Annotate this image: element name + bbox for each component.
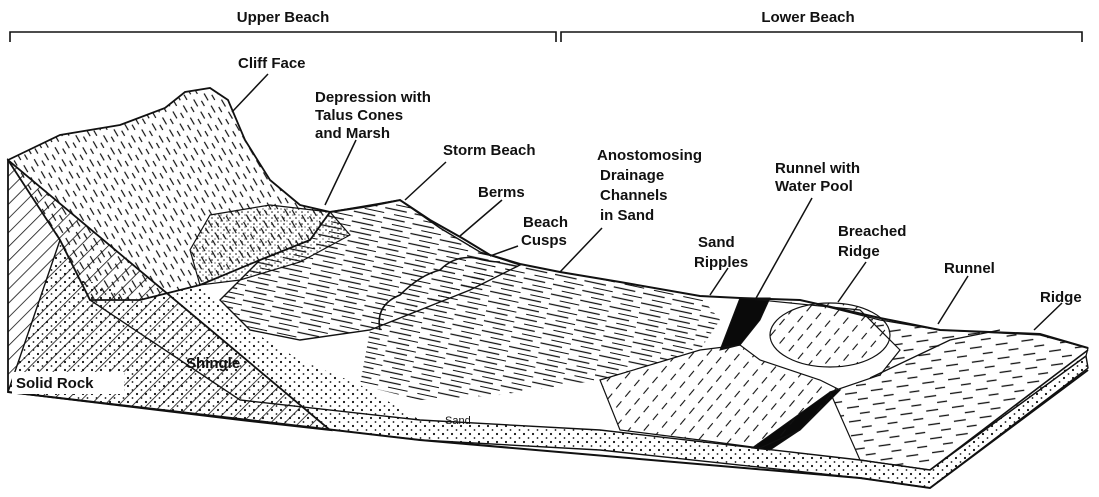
water-pool [720, 298, 770, 350]
upper-beach-label: Upper Beach [237, 9, 330, 26]
solid-rock-label: Solid Rock [16, 375, 94, 392]
breached-ridge-mound [770, 303, 890, 367]
berms-label: Berms [478, 184, 525, 201]
runnel-pool-label-1: Runnel with [775, 160, 860, 177]
sand-ripples-label-2: Ripples [694, 254, 748, 271]
depression-label-2: Talus Cones [315, 107, 403, 124]
depression-label-1: Depression with [315, 89, 431, 106]
cliff-face-label: Cliff Face [238, 55, 306, 72]
anostomosing-label-4: in Sand [600, 207, 654, 224]
sand-ripples-label-1: Sand [698, 234, 735, 251]
lower-beach-label: Lower Beach [761, 9, 854, 26]
beach-cusps-label-1: Beach [523, 214, 568, 231]
upper-beach-header: Upper Beach [10, 9, 556, 42]
lower-beach-header: Lower Beach [561, 9, 1082, 42]
breached-ridge-label-2: Ridge [838, 243, 880, 260]
shingle-label: Shingle [186, 355, 240, 372]
depression-label-3: and Marsh [315, 125, 390, 142]
anostomosing-label-3: Channels [600, 187, 668, 204]
anostomosing-label-2: Drainage [600, 167, 664, 184]
anostomosing-label-1: Anostomosing [597, 147, 702, 164]
ridge-label: Ridge [1040, 289, 1082, 306]
storm-beach-label: Storm Beach [443, 142, 536, 159]
beach-cusps-label-2: Cusps [521, 232, 567, 249]
runnel-pool-label-2: Water Pool [775, 178, 853, 195]
sand-label: Sand [445, 415, 471, 427]
breached-ridge-label-1: Breached [838, 223, 906, 240]
runnel-label: Runnel [944, 260, 995, 277]
